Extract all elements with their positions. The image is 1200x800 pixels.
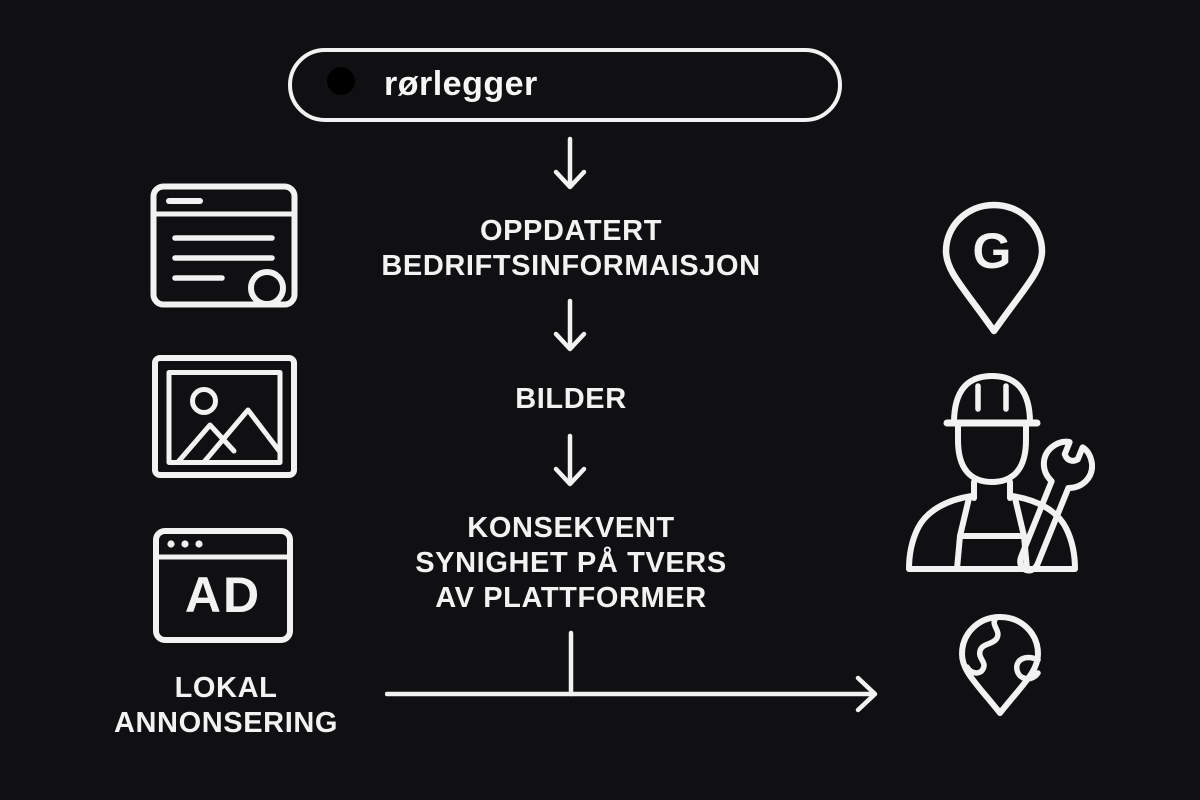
arrow-right-connector-icon: [385, 630, 878, 713]
search-bar: rørlegger: [288, 48, 842, 122]
ad-browser-icon: AD: [153, 528, 293, 643]
image-icon: [152, 355, 297, 478]
caption-line: LOKAL: [174, 672, 278, 704]
search-query-text: rørlegger: [384, 64, 538, 103]
search-icon: [327, 67, 355, 95]
flow-step-line: AV PLATTFORMER: [435, 582, 707, 614]
flow-step-consistent-visibility: KONSEKVENT SYNIGHET PÅ TVERS AV PLATTFOR…: [321, 511, 821, 616]
arrow-down-icon: [553, 136, 587, 190]
local-advertising-caption: LOKAL ANNONSERING: [76, 671, 376, 741]
flow-step-images: BILDER: [321, 382, 821, 417]
worker-wrench-icon: [906, 373, 1095, 574]
caption-line: ANNONSERING: [113, 707, 339, 739]
ad-label: AD: [185, 567, 261, 623]
google-maps-pin-icon: G: [942, 201, 1046, 335]
webpage-icon: [150, 183, 298, 308]
flow-step-line: OPPDATERT: [479, 215, 663, 247]
flow-step-line: SYNIGHET PÅ TVERS: [415, 547, 727, 579]
flow-step-line: BEDRIFTSINFORMAISJON: [381, 250, 761, 282]
globe-pin-icon: [959, 614, 1041, 716]
arrow-down-icon: [553, 433, 587, 487]
arrow-down-icon: [553, 298, 587, 352]
flow-step-line: KONSEKVENT: [467, 512, 675, 544]
flow-step-line: BILDER: [515, 383, 627, 415]
google-pin-letter: G: [973, 223, 1012, 279]
flow-step-updated-business-info: OPPDATERT BEDRIFTSINFORMAISJON: [321, 214, 821, 284]
